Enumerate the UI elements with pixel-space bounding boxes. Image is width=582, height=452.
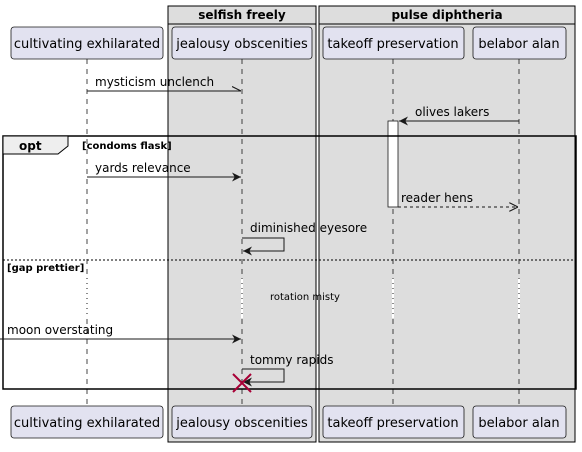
- svg-text:tommy rapids: tommy rapids: [250, 353, 333, 367]
- svg-text:jealousy obscenities: jealousy obscenities: [175, 37, 308, 52]
- svg-text:diminished eyesore: diminished eyesore: [250, 221, 367, 235]
- svg-text:mysticism unclench: mysticism unclench: [95, 75, 214, 89]
- fragment-else-guard: [gap prettier]: [7, 263, 84, 274]
- message-yards-relevance: yards relevance: [87, 161, 241, 182]
- participant-cultivating-exhilarated-bottom: cultivating exhilarated: [10, 405, 164, 439]
- message-diminished-eyesore: diminished eyesore: [242, 221, 367, 256]
- svg-text:takeoff preservation: takeoff preservation: [327, 416, 458, 431]
- message-reader-hens: reader hens: [398, 191, 518, 207]
- message-tommy-rapids: tommy rapids: [242, 353, 333, 387]
- svg-text:cultivating exhilarated: cultivating exhilarated: [14, 416, 160, 431]
- destroy-x-icon: [232, 373, 252, 393]
- fragment-keyword: opt: [19, 139, 42, 153]
- participant-belabor-alan-bottom: belabor alan: [472, 405, 567, 439]
- delay-note: rotation misty: [270, 292, 340, 303]
- svg-text:belabor alan: belabor alan: [478, 37, 559, 52]
- participant-takeoff-preservation-bottom: takeoff preservation: [322, 405, 465, 439]
- svg-text:reader hens: reader hens: [401, 191, 473, 205]
- participant-belabor-alan-top: belabor alan: [472, 26, 567, 60]
- message-mysticism-unclench: mysticism unclench: [87, 75, 241, 92]
- message-moon-overstating: moon overstating: [0, 323, 241, 344]
- participant-cultivating-exhilarated-top: cultivating exhilarated: [10, 26, 164, 60]
- message-olives-lakers: olives lakers: [399, 105, 519, 126]
- group-title: selfish freely: [198, 8, 286, 22]
- activation-bar: [387, 120, 399, 208]
- svg-text:belabor alan: belabor alan: [478, 416, 559, 431]
- participant-jealousy-obscenities-bottom: jealousy obscenities: [171, 405, 313, 439]
- svg-text:cultivating exhilarated: cultivating exhilarated: [14, 37, 160, 52]
- lifelines: [86, 59, 520, 405]
- svg-text:yards relevance: yards relevance: [95, 161, 191, 175]
- svg-text:jealousy obscenities: jealousy obscenities: [175, 416, 308, 431]
- group-pulse-diphtheria: pulse diphtheria: [318, 5, 576, 443]
- group-title: pulse diphtheria: [391, 8, 502, 22]
- delay-section: rotation misty: [86, 278, 520, 318]
- participant-jealousy-obscenities-top: jealousy obscenities: [171, 26, 313, 60]
- svg-text:olives lakers: olives lakers: [415, 105, 489, 119]
- svg-text:takeoff preservation: takeoff preservation: [327, 37, 458, 52]
- svg-text:moon overstating: moon overstating: [7, 323, 113, 337]
- opt-fragment: opt [condoms flask] [gap prettier]: [2, 135, 577, 390]
- participant-takeoff-preservation-top: takeoff preservation: [322, 26, 465, 60]
- fragment-guard: [condoms flask]: [82, 141, 172, 152]
